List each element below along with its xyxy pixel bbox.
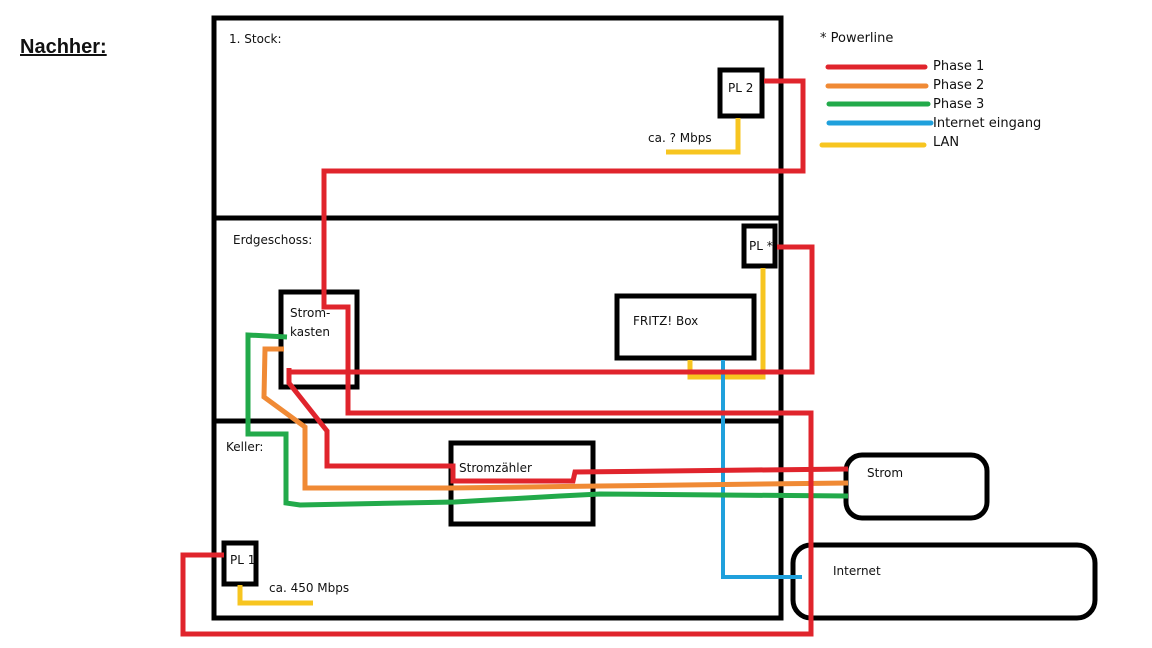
pl1-label: PL 1 — [230, 553, 256, 567]
internet-line — [721, 360, 802, 579]
fritzbox-label: FRITZ! Box — [633, 314, 699, 328]
pl1-box — [221, 540, 259, 587]
fritzbox-box — [614, 293, 757, 361]
pl2-box — [717, 67, 765, 119]
building-outline — [211, 15, 784, 621]
lan-pl1 — [237, 585, 313, 606]
stromkasten-box — [278, 289, 360, 390]
legend-label-phase1: Phase 1 — [933, 59, 985, 74]
floor-label-1-stock: 1. Stock: — [229, 32, 282, 46]
pl1-speed-label: ca. 450 Mbps — [269, 581, 350, 595]
page-title: Nachher: — [20, 36, 107, 58]
pl2-speed-label: ca. ? Mbps — [648, 131, 712, 145]
phase1-pl2 — [180, 78, 814, 637]
legend-title: * Powerline — [820, 31, 894, 46]
pl-star-box — [741, 223, 778, 269]
phase1-pl-star — [288, 244, 815, 375]
phase3-line — [245, 332, 849, 508]
floor-label-erdgeschoss: Erdgeschoss: — [233, 233, 313, 247]
floor-label-keller: Keller: — [226, 440, 264, 454]
stromzaehler-label: Stromzähler — [459, 461, 532, 475]
strom-label: Strom — [867, 466, 904, 480]
stromkasten-label-2: kasten — [290, 325, 331, 339]
legend-label-phase2: Phase 2 — [933, 78, 985, 93]
legend-label-phase3: Phase 3 — [933, 97, 985, 112]
lan-pl2 — [666, 118, 741, 155]
stromkasten-label-1: Strom- — [290, 306, 331, 320]
legend-label-internet: Internet eingang — [933, 116, 1042, 131]
pl-star-label: PL * — [749, 239, 773, 253]
strom-box — [843, 452, 990, 521]
internet-box — [790, 542, 1098, 621]
internet-label: Internet — [833, 564, 881, 578]
pl2-label: PL 2 — [728, 81, 754, 95]
lan-pl-star-fritzbox — [687, 268, 766, 380]
phase1-stromzaehler — [286, 368, 849, 484]
phase2-line — [261, 346, 849, 491]
legend-label-lan: LAN — [933, 135, 960, 150]
